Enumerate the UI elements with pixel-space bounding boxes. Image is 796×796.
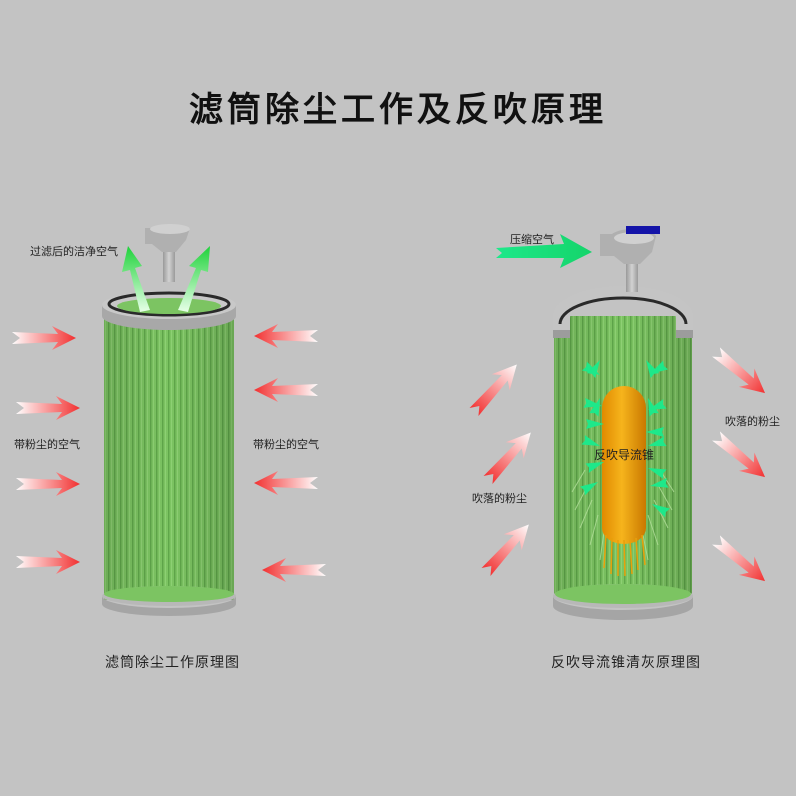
blow-pipe-nozzle-left: [145, 224, 190, 282]
dusty-air-label-left: 带粉尘的空气: [14, 438, 80, 451]
cone-label: 反吹导流锥: [594, 448, 655, 462]
dusty-air-label-right: 带粉尘的空气: [253, 438, 319, 451]
valve-blue-handle: [626, 226, 660, 234]
left-filter-cartridge: [102, 291, 236, 616]
blowback-cone: [602, 386, 646, 577]
page-title: 滤筒除尘工作及反吹原理: [189, 90, 607, 130]
clean-air-label: 过滤后的洁净空气: [30, 245, 118, 258]
falling-dust-arrows-right: [708, 342, 773, 591]
dust-label-left: 吹落的粉尘: [472, 492, 527, 505]
left-diagram-caption: 滤筒除尘工作原理图: [105, 655, 240, 671]
right-filter-cartridge: [553, 286, 693, 620]
compressed-air-label: 压缩空气: [510, 233, 554, 246]
dust-label-right: 吹落的粉尘: [725, 415, 780, 428]
right-diagram-caption: 反吹导流锥清灰原理图: [551, 655, 701, 671]
dusty-air-arrows-right: [254, 324, 326, 582]
clean-air-arrows: [122, 246, 210, 312]
compressed-air-arrow: [496, 234, 592, 268]
blow-pipe-valve-right: [600, 226, 660, 292]
falling-dust-arrows-left: [465, 356, 540, 581]
